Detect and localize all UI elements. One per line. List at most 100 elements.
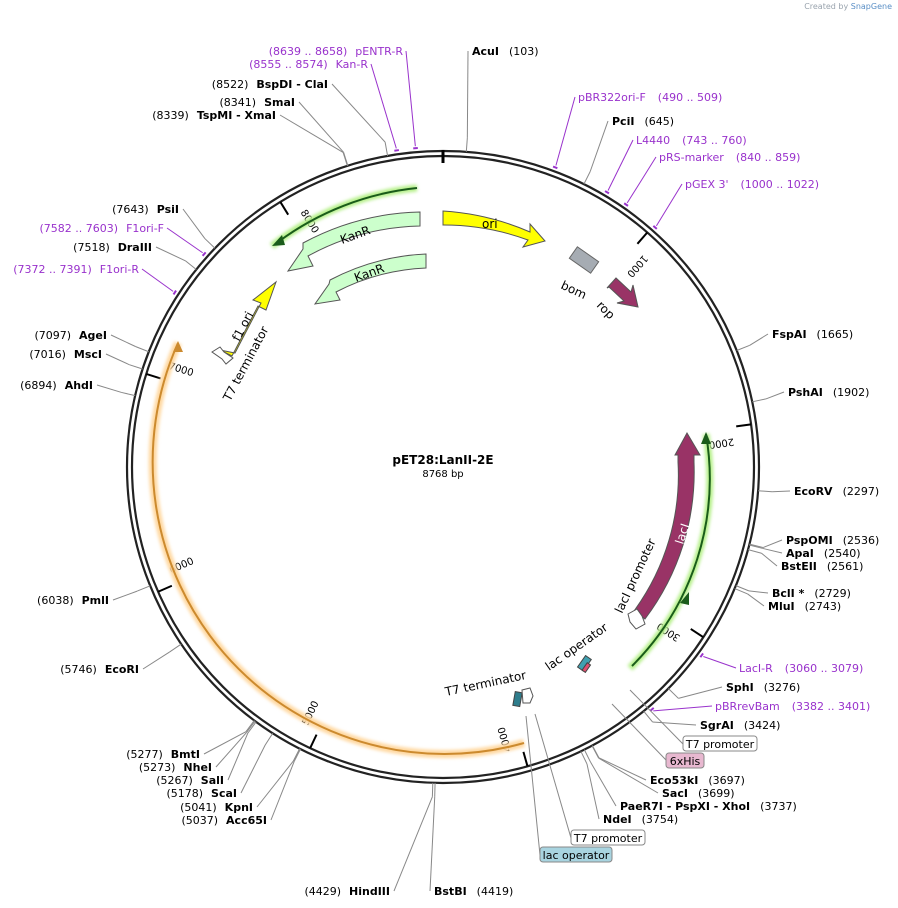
site-name: Eco53kI — [650, 774, 698, 787]
site-label: MluI(2743) — [768, 600, 841, 613]
site-position: (5037) — [181, 814, 218, 827]
primer-mark — [604, 190, 610, 195]
feature-ori: ori — [442, 210, 546, 248]
site-label: (8522)BspDI - ClaI — [212, 78, 328, 91]
primer-range: (840 .. 859) — [736, 151, 801, 164]
site-position: (3276) — [764, 681, 801, 694]
site-label: BclI *(2729) — [772, 587, 851, 600]
site-leader-line — [110, 334, 136, 348]
site-leader-tick — [204, 238, 216, 249]
site-leader-line — [589, 120, 609, 172]
site-name: SphI — [726, 681, 754, 694]
site-label: (5037) Acc65I — [181, 814, 267, 827]
site-name: PciI — [612, 115, 634, 128]
site-label: SphI (3276) — [726, 681, 800, 694]
site-leader-tick — [135, 346, 149, 353]
primer-marks — [141, 50, 737, 712]
site-position: (3754) — [642, 813, 679, 826]
site-leader-line — [393, 796, 433, 892]
site-name: ApaI — [786, 547, 814, 560]
primer-leader — [405, 50, 416, 147]
site-label: (5267)SalI — [156, 774, 224, 787]
svg-text:bom: bom — [559, 278, 589, 302]
site-name: HindIII — [349, 885, 390, 898]
snapgene-credit: Created by SnapGene — [804, 2, 892, 11]
site-leader-line — [762, 547, 783, 554]
primer-mark — [394, 149, 400, 152]
site-label: ApaI(2540) — [786, 547, 860, 560]
primer-range: (8639 .. 8658) — [269, 45, 348, 58]
primer-label: (7582 .. 7603)F1ori-F — [40, 222, 165, 235]
site-leader-line — [270, 761, 295, 821]
tick-mark — [309, 734, 318, 749]
tick-mark — [145, 372, 161, 380]
primer-name: Kan-R — [336, 58, 369, 71]
primer-name: F1ori-R — [100, 263, 140, 276]
snapgene-logo: SnapGene — [850, 2, 892, 11]
site-leader-line — [598, 757, 659, 794]
site-leader-line — [678, 686, 723, 699]
site-position: (7643) — [112, 203, 149, 216]
svg-text:6xHis: 6xHis — [670, 755, 701, 768]
site-name: AgeI — [79, 329, 107, 342]
site-leaders — [96, 50, 791, 892]
site-leader-line — [215, 731, 248, 768]
site-name: SmaI — [264, 96, 295, 109]
site-leader-tick — [129, 364, 143, 370]
primer-label: LacI-R(3060 .. 3079) — [739, 662, 863, 675]
tick-mark — [636, 231, 649, 245]
site-name: Acc65I — [226, 814, 267, 827]
site-name: BstBI — [434, 885, 467, 898]
site-leader-tick — [137, 585, 151, 592]
primer-range: (3382 .. 3401) — [792, 700, 871, 713]
site-label: (7643)PsiI — [112, 203, 179, 216]
svg-text:T7 promoter: T7 promoter — [685, 738, 755, 751]
feature-bom: bom — [559, 246, 600, 302]
site-leader-line — [155, 246, 186, 262]
site-label: EcoRV(2297) — [794, 485, 879, 498]
primer-range: (743 .. 760) — [682, 134, 747, 147]
svg-text:KanR: KanR — [352, 261, 386, 285]
site-leader-line — [762, 539, 783, 548]
site-name: ScaI — [211, 787, 237, 800]
site-leader-tick — [747, 549, 762, 554]
site-name: KpnI — [225, 801, 253, 814]
site-name: SgrAI — [700, 719, 734, 732]
site-name: TspMI - XmaI — [197, 109, 276, 122]
feature-laci: lacI — [633, 431, 701, 620]
site-name: AhdI — [65, 379, 93, 392]
site-position: (3737) — [760, 800, 797, 813]
tick-label: 1000 — [624, 253, 649, 279]
primer-leader — [626, 156, 657, 204]
site-label: (8341)SmaI — [220, 96, 295, 109]
site-leader-line — [598, 757, 647, 781]
site-leader-tick — [734, 588, 748, 595]
site-name: DraIII — [118, 241, 152, 254]
site-leader-line — [429, 796, 436, 892]
site-name: AcuI — [472, 45, 499, 58]
site-position: (645) — [644, 115, 674, 128]
primer-label: L4440(743 .. 760) — [636, 134, 747, 147]
site-position: (2561) — [827, 560, 864, 573]
svg-text:ori: ori — [482, 217, 498, 231]
tick-mark — [157, 584, 173, 593]
site-name: BclI * — [772, 587, 805, 600]
primer-range: (7582 .. 7603) — [40, 222, 119, 235]
site-leader-tick — [583, 749, 592, 763]
primer-leader — [555, 96, 576, 166]
svg-text:lac operator: lac operator — [543, 849, 610, 862]
green-arc-right — [627, 432, 714, 671]
primer-mark — [623, 202, 629, 207]
feature-kanr-2: KanR — [313, 253, 427, 305]
primer-label: (8555 .. 8574)Kan-R — [249, 58, 368, 71]
primer-leader — [166, 227, 203, 254]
green-arc-top — [269, 184, 418, 249]
site-position: (8339) — [152, 109, 189, 122]
orange-arc — [148, 341, 526, 758]
site-position: (5178) — [166, 787, 203, 800]
site-leader-tick — [293, 748, 301, 762]
site-position: (2297) — [843, 485, 880, 498]
primer-leader — [607, 139, 634, 191]
